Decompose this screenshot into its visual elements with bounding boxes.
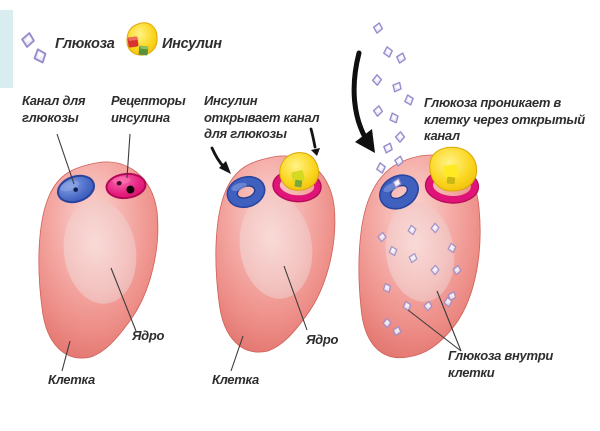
cell-3 xyxy=(351,21,481,359)
cell-2-nucleus xyxy=(239,195,313,299)
legend-glucose-label: Глюкоза xyxy=(55,36,115,52)
cell-1 xyxy=(38,133,159,372)
leader-lines-cell-3 xyxy=(407,290,462,352)
nucleus-label-2: Ядро xyxy=(306,332,339,347)
cell-2 xyxy=(210,127,336,372)
leader-lines-cell-1 xyxy=(56,133,137,372)
insulin-on-receptor-icon xyxy=(272,152,322,203)
glucose-channel-closed-icon xyxy=(56,174,96,204)
insulin-receptor-icon xyxy=(105,172,147,200)
nucleus-label-1: Ядро xyxy=(132,328,165,343)
cell-1-nucleus xyxy=(63,200,137,304)
channel-label: Канал для глюкозы xyxy=(22,93,86,125)
glucose-crystal-icon xyxy=(19,30,49,66)
glucose-entry-arrow xyxy=(351,50,375,153)
cell-label-2: Клетка xyxy=(212,372,259,387)
leader-lines-cell-2 xyxy=(230,265,308,372)
legend-insulin-label: Инсулин xyxy=(162,36,222,52)
insulin-on-receptor-icon xyxy=(424,146,480,204)
glucose-inside-label: Глюкоза внутри клетки xyxy=(448,348,553,380)
panel-2-title: Инсулин открывает канал для глюкозы xyxy=(204,93,320,141)
cell-label-1: Клетка xyxy=(48,372,95,387)
panel-3-title: Глюкоза проникает в клетку через открыты… xyxy=(424,95,585,143)
glucose-channel-open-icon xyxy=(226,175,266,209)
insulin-blob-icon xyxy=(126,22,158,56)
receptors-label: Рецепторы инсулина xyxy=(111,93,186,125)
left-accent-bar xyxy=(0,10,13,88)
insulin-action-arrows xyxy=(210,127,320,174)
